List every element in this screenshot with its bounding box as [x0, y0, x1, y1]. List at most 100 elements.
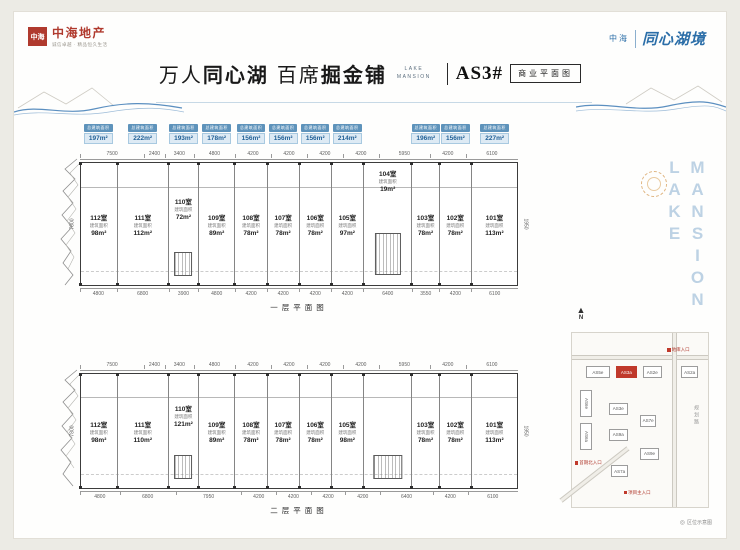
unit-area-value: 98m²: [91, 436, 107, 444]
vertical-word-lake: LAKE: [665, 158, 684, 246]
unit-cell: 106室 建筑面积 78m²: [297, 373, 332, 489]
dimension-value: 4200: [306, 362, 343, 369]
unit-room-number: 104室: [378, 171, 397, 178]
floor2-building-outline: 112室 建筑面积 98m² 111室 建筑面积 110m² 110室: [60, 369, 528, 489]
total-area-badge: 总建筑面积 227m²: [480, 124, 510, 144]
unit-area-value: 72m²: [175, 213, 192, 221]
dimension-value: 4200: [267, 288, 299, 297]
badge-value: 197m²: [83, 133, 113, 144]
unit-area-caption: 建筑面积: [207, 222, 226, 228]
total-area-badge: 总建筑面积 193m²: [169, 124, 198, 144]
floor2-caption: 二层平面图: [270, 506, 328, 515]
unit-cell: 111室 建筑面积 110m²: [115, 373, 169, 489]
map-block: AS6e: [580, 390, 593, 417]
dimension-value: 5950: [378, 151, 430, 158]
unit-room-number: 110室: [174, 405, 192, 413]
total-area-badge: 总建筑面积 214m²: [332, 124, 362, 144]
unit-area-caption: 建筑面积: [485, 222, 504, 228]
unit-cell: 112室 建筑面积 98m²: [79, 162, 118, 286]
unit-area-value: 89m²: [209, 436, 225, 444]
unit-label: 109室 建筑面积 89m²: [208, 419, 226, 444]
developer-tagline: 诚信卓越 · 精品恒久生活: [52, 42, 108, 48]
dimension-value: 4200: [439, 288, 471, 297]
brand-name: 同心湖境: [641, 32, 706, 48]
unit-cell: 104室 建筑面积 19m²: [361, 162, 413, 286]
entrance-marker: 首期北入口: [575, 460, 602, 466]
unit-room-number: 101室: [485, 421, 504, 429]
dimension-value: 4200: [429, 151, 466, 158]
unit-label: 102室 建筑面积 78m²: [446, 212, 464, 237]
unit-room-number: 105室: [338, 214, 357, 222]
title-part1-bold: 同心湖: [202, 65, 269, 87]
dimension-value: 4200: [345, 491, 380, 500]
map-block: AS3a: [615, 366, 638, 379]
badge-value: 156m²: [236, 133, 266, 144]
dimension-value: 6800: [119, 491, 176, 500]
unit-area-value: 98m²: [91, 229, 107, 237]
unit-label: 101室 建筑面积 113m²: [485, 212, 503, 237]
unit-room-number: 109室: [207, 214, 226, 222]
badge-value: 196m²: [411, 133, 441, 144]
entrance-marker: 项目主入口: [624, 490, 651, 496]
terrain-hatch-icon: [60, 158, 81, 286]
unit-label: 101室 建筑面积 113m²: [485, 419, 503, 444]
right-dimension: 1950: [522, 218, 529, 230]
unit-room-number: 107室: [274, 421, 292, 429]
unit-label: 110室 建筑面积 121m²: [174, 403, 193, 428]
unit-area-caption: 建筑面积: [133, 222, 152, 228]
unit-area-caption: 建筑面积: [242, 429, 261, 435]
unit-cell: 101室 建筑面积 113m²: [469, 373, 517, 489]
title-lake-line1: LAKE: [404, 66, 424, 72]
dimension-value: 4800: [193, 362, 235, 369]
unit-room-number: 103室: [416, 214, 435, 222]
dimension-value: 3400: [164, 151, 194, 158]
area-badge-cell: 总建筑面积 156m²: [235, 124, 267, 149]
map-entrances: 地库入口首期北入口项目主入口: [572, 333, 708, 507]
lake-mansion-vertical-text: LAKE MANSION: [665, 158, 707, 312]
dimension-value: 3550: [412, 288, 439, 297]
total-area-badge: 总建筑面积 178m²: [202, 124, 232, 144]
badge-label: 总建筑面积: [84, 124, 113, 132]
unit-area-caption: 建筑面积: [274, 429, 293, 435]
dimension-value: 6400: [363, 288, 412, 297]
unit-room-number: 107室: [274, 214, 292, 222]
badge-value: 156m²: [440, 133, 470, 144]
dimension-value: 2400: [144, 362, 165, 369]
unit-area-value: 121m²: [174, 420, 193, 428]
unit-area-caption: 建筑面积: [306, 429, 325, 435]
unit-cell: 102室 建筑面积 78m²: [437, 373, 472, 489]
unit-room-number: 101室: [485, 214, 504, 222]
poster-card: 中海 中海地产 诚信卓越 · 精品恒久生活 中海 同心湖境 万人同心湖百席掘金铺…: [13, 11, 727, 539]
dimension-value: 4800: [80, 491, 120, 500]
unit-label: 104室 建筑面积 19m²: [364, 168, 411, 193]
unit-cell: 105室 建筑面积 97m²: [329, 162, 364, 286]
badge-value: 178m²: [202, 133, 232, 144]
unit-label: 112室 建筑面积 98m²: [90, 419, 108, 444]
project-brand-logo: 中海 同心湖境: [609, 28, 706, 49]
area-badge-cell: 总建筑面积 197m²: [80, 124, 117, 149]
unit-label: 111室 建筑面积 112m²: [134, 212, 152, 237]
stairs-icon: [174, 455, 193, 479]
floor1-building-outline: 112室 建筑面积 98m² 111室 建筑面积 112m² 110室: [60, 158, 528, 286]
dimension-value: 7950: [175, 491, 242, 500]
unit-room-number: 108室: [242, 214, 260, 222]
unit-area-caption: 建筑面积: [378, 179, 397, 184]
stairs-icon: [374, 233, 401, 275]
unit-cell: 109室 建筑面积 89m²: [196, 373, 236, 489]
map-block: AS5e: [585, 366, 611, 379]
floor2-units: 112室 建筑面积 98m² 111室 建筑面积 110m² 110室: [79, 373, 517, 489]
stairs-icon: [372, 455, 403, 479]
unit-cell: 108室 建筑面积 78m²: [233, 162, 268, 286]
badge-label: 总建筑面积: [411, 124, 441, 132]
road-name-label: 规划路: [693, 405, 699, 426]
unit-area-caption: 建筑面积: [89, 222, 108, 228]
unit-area-value: 113m²: [485, 436, 504, 444]
unit-area-caption: 建筑面积: [338, 429, 357, 435]
total-area-badge: 总建筑面积 222m²: [128, 124, 158, 144]
dimension-value: 4200: [429, 362, 466, 369]
badge-value: 214m²: [332, 133, 362, 144]
unit-area-value: 78m²: [447, 229, 463, 237]
